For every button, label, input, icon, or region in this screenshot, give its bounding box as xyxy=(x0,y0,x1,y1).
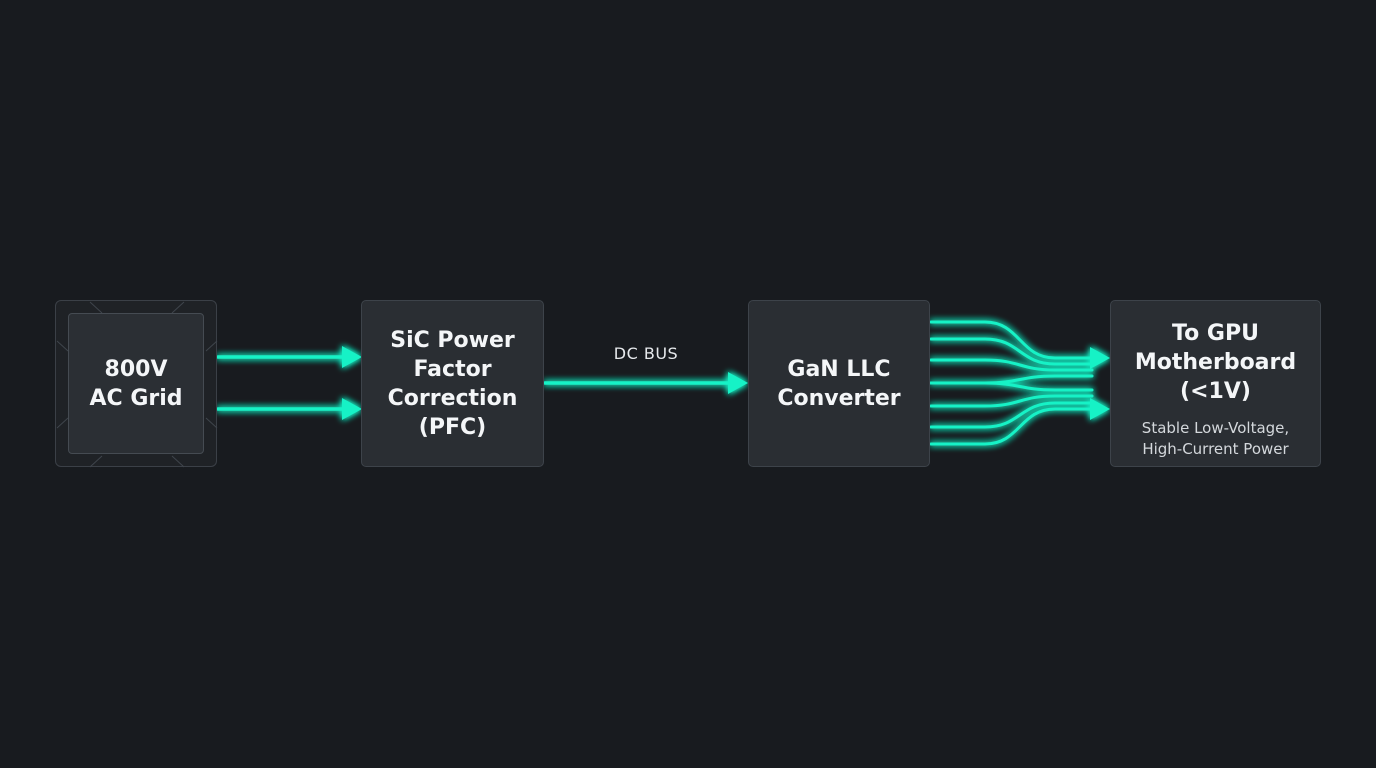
gan-llc-node: GaN LLC Converter xyxy=(748,300,930,467)
llc-to-gpu-line-6 xyxy=(929,394,1094,408)
ac-grid-node: 800V AC Grid xyxy=(55,300,218,468)
llc-to-gpu-line-3 xyxy=(929,358,1094,372)
grid-to-pfc-arrowhead-1 xyxy=(342,346,362,368)
sic-pfc-label: SiC Power Factor Correction (PFC) xyxy=(387,327,518,440)
llc-to-gpu-arrowhead-2 xyxy=(1090,398,1110,420)
gpu-motherboard-sublabel: Stable Low-Voltage, High-Current Power xyxy=(1141,419,1290,458)
grid-to-pfc-arrowhead-2 xyxy=(342,398,362,420)
ac-grid-core: 800V AC Grid xyxy=(68,313,204,454)
llc-to-gpu-line-2 xyxy=(929,337,1094,366)
gan-llc-label: GaN LLC Converter xyxy=(777,356,901,411)
dc-bus-arrowhead xyxy=(728,372,748,394)
llc-to-gpu-line-1 xyxy=(929,320,1094,360)
gpu-motherboard-label: To GPU Motherboard (<1V) xyxy=(1134,321,1297,404)
gpu-motherboard-node: To GPU Motherboard (<1V) Stable Low-Volt… xyxy=(1110,300,1321,467)
sic-pfc-node: SiC Power Factor Correction (PFC) xyxy=(361,300,544,467)
llc-to-gpu-line-5 xyxy=(929,381,1094,392)
llc-to-gpu-line-8 xyxy=(929,407,1094,446)
llc-to-gpu-line-7 xyxy=(929,401,1094,429)
llc-to-gpu-arrowhead-1 xyxy=(1090,347,1110,369)
grid-frame-corners xyxy=(56,301,218,468)
dc-bus-label: DC BUS xyxy=(613,344,679,363)
ac-grid-label: 800V AC Grid xyxy=(89,356,183,411)
